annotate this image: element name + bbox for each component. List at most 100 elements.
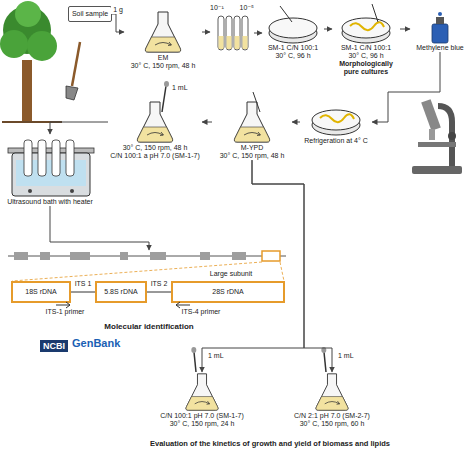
annotation-label: ITS 1 (71, 280, 95, 288)
flow-arrow (254, 33, 262, 34)
flow-arrow (400, 29, 410, 30)
illustration-slot (332, 14, 400, 44)
test-tube (234, 16, 240, 50)
node-text: SM-1 C/N 100:1 (341, 44, 391, 52)
annotation-label: 28S rDNA (172, 288, 284, 296)
node-text: C/N 100:1 a pH 7.0 (SM-1-7) (110, 152, 199, 160)
petri-dish (342, 18, 390, 43)
its-spacer (70, 292, 96, 293)
bottle-body (432, 24, 448, 43)
bath-knob (28, 189, 32, 193)
gene-block (200, 252, 210, 260)
its-spacer (146, 292, 172, 293)
petri-step: SM-1 C/N 100:130° C, 96 hMorphologically… (332, 14, 400, 76)
illustration-slot (272, 372, 392, 412)
zoom-line (12, 262, 262, 281)
flow-arrow (252, 160, 332, 372)
illustration-slot (108, 100, 202, 144)
inoculation-loop (253, 92, 260, 112)
bath-step: Ultrasound bath with heater (4, 134, 96, 206)
node-text: Morphologically pure cultures (332, 60, 400, 76)
flow-arrow (202, 122, 212, 123)
flask-icon (234, 102, 269, 142)
culture-streak (350, 22, 384, 30)
petri-dish (269, 18, 317, 43)
annotation-label: ITS 2 (147, 280, 171, 288)
gene-block (120, 252, 128, 260)
annotation-label: ITS-4 primer (170, 308, 232, 316)
bath-knob (70, 189, 74, 193)
illustration-slot (300, 107, 372, 137)
test-tube (218, 16, 224, 50)
tree-canopy (15, 1, 41, 27)
node-text: 30° C, 150 rpm, 48 h (220, 152, 285, 160)
annotation-label: 1 mL (338, 352, 364, 360)
flow-arrow (292, 122, 300, 123)
illustration-slot (210, 12, 254, 54)
node-text: 10⁻¹ (210, 4, 224, 12)
node-text: C/N 100:1 pH 7.0 (SM-1-7) (160, 412, 244, 420)
bath-rim (8, 148, 94, 153)
pipette-bulb (164, 81, 169, 87)
flow-arrow (202, 160, 304, 372)
test-tube (226, 16, 232, 50)
edge-label: 1 g (111, 6, 125, 14)
tree-illustration (0, 1, 62, 122)
flask-step: C/N 100:1 pH 7.0 (SM-1-7)30° C, 150 rpm,… (142, 372, 262, 428)
flask-icon (137, 102, 172, 142)
node-text: Soil sample (72, 10, 108, 18)
annotation-label: 1 mL (208, 352, 234, 360)
flask-step: C/N 2:1 pH 7.0 (SM-2-7)30° C, 150 rpm, 6… (272, 372, 392, 428)
flow-arrow (202, 32, 210, 33)
pipette-tip (194, 352, 196, 372)
pipette-icon (191, 347, 326, 372)
ultrasound-bath (8, 140, 94, 196)
methylene-blue-bottle (432, 12, 448, 43)
sample-tube (66, 140, 74, 176)
gene-block (232, 252, 246, 260)
pipette-tip (324, 352, 326, 372)
illustration-slot (262, 14, 324, 44)
node-text: SM-1 C/N 100:1 (268, 44, 318, 52)
node-text: C/N 2:1 pH 7.0 (SM-2-7) (294, 412, 370, 420)
inoculation-loop (372, 4, 378, 22)
spreader (280, 6, 292, 22)
microscope-tube (421, 99, 441, 131)
node-text: Refrigeration at 4° C (304, 137, 368, 145)
node-text: Ultrasound bath with heater (7, 198, 93, 206)
microscope-base (412, 166, 462, 174)
bottle-cap (436, 17, 444, 24)
flask-icon (186, 374, 218, 410)
illustration-slot (212, 100, 292, 144)
node-text: 30° C, 150 rpm, 60 h (300, 420, 365, 428)
node-text: 30° C, 150 rpm, 48 h (123, 144, 188, 152)
rdna-box (96, 282, 146, 302)
illustration-slot (124, 10, 202, 54)
illustration-slot (4, 134, 96, 198)
petri-dish (312, 110, 360, 135)
section-caption: Evaluation of the kinetics of growth and… (140, 440, 400, 449)
pipette-icon (162, 81, 169, 112)
shovel-blade (66, 86, 78, 100)
microscope-knob (448, 132, 456, 140)
gene-block (70, 252, 90, 260)
gene-block (14, 252, 28, 260)
tube-liquid (243, 36, 248, 49)
sample-tube (38, 140, 46, 176)
annotation-label: Large subunit (200, 270, 262, 278)
microscope-objective (429, 129, 435, 140)
gene-map (8, 251, 286, 308)
flow-arrow (50, 122, 108, 134)
flask-icon (316, 374, 348, 410)
tree-canopy (27, 31, 57, 61)
staining-step: Methylene blue (410, 14, 470, 52)
ncbi-logo: NCBI (40, 340, 68, 352)
petri-step: SM-1 C/N 100:130° C, 96 h (262, 14, 324, 60)
node-text: 30° C, 150 rpm, 48 h (131, 62, 196, 70)
zoom-line (280, 262, 284, 281)
dilution-tubes: 10⁻¹10⁻⁵ (210, 4, 254, 54)
annotation-label: 1 mL (172, 84, 198, 92)
